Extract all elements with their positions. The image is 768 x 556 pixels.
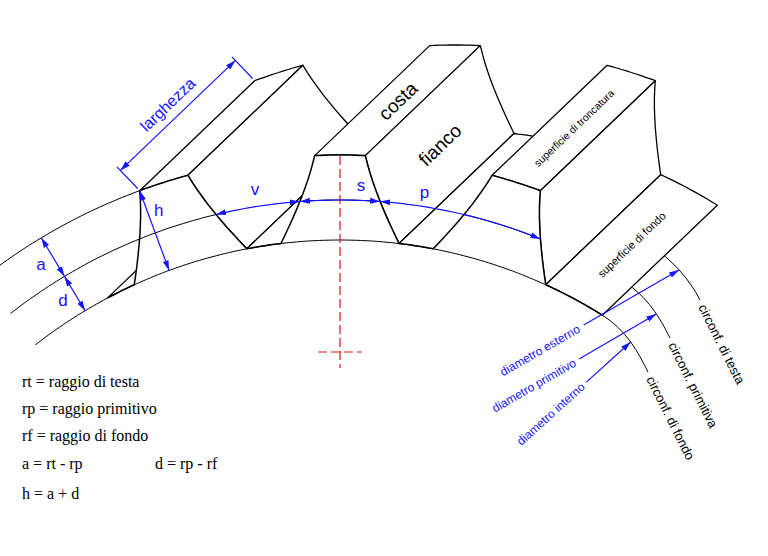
center-mark — [318, 351, 362, 352]
gear-outline — [108, 155, 603, 315]
formula-text: h = a + d — [22, 486, 79, 502]
formula-text: rt = raggio di testa — [22, 374, 139, 390]
part-label: superficie di fondo — [595, 210, 667, 280]
width-dimension — [120, 60, 235, 170]
leader-line — [584, 270, 679, 325]
pitch-arc — [380, 202, 540, 240]
space-width-arc — [216, 202, 300, 215]
part-label: fianco — [415, 120, 465, 169]
tooth-face — [546, 175, 718, 316]
extension-line — [232, 57, 253, 79]
height-dimension — [140, 191, 169, 271]
formula-text: a = rt - rp — [22, 456, 83, 472]
front-circles — [89, 200, 624, 315]
dimension-label: larghezza — [138, 76, 199, 135]
reference-circle — [108, 240, 603, 315]
dimension-label: s — [357, 177, 366, 194]
leader-line — [579, 314, 656, 359]
dimensions — [41, 57, 679, 382]
dimension-label: v — [251, 180, 260, 197]
extension-line — [117, 167, 138, 189]
leader-line — [586, 342, 630, 382]
reference-circle — [602, 315, 648, 372]
dimension-label: p — [420, 183, 429, 200]
circle-label: circonf. di testa — [696, 302, 747, 386]
dimension-label: a — [36, 256, 45, 273]
tooth-thickness-arc — [300, 200, 380, 202]
dimension-label: h — [154, 202, 163, 219]
part-label: costa — [375, 78, 421, 123]
formula-text: d = rp - rf — [155, 456, 217, 472]
formula-text: rp = raggio primitivo — [22, 401, 157, 417]
center-line — [339, 156, 340, 368]
part-label: superficie di troncatura — [532, 88, 616, 169]
formula-text: rf = raggio di fondo — [22, 428, 148, 444]
front-face — [108, 155, 603, 556]
dimension-label: d — [58, 292, 67, 309]
